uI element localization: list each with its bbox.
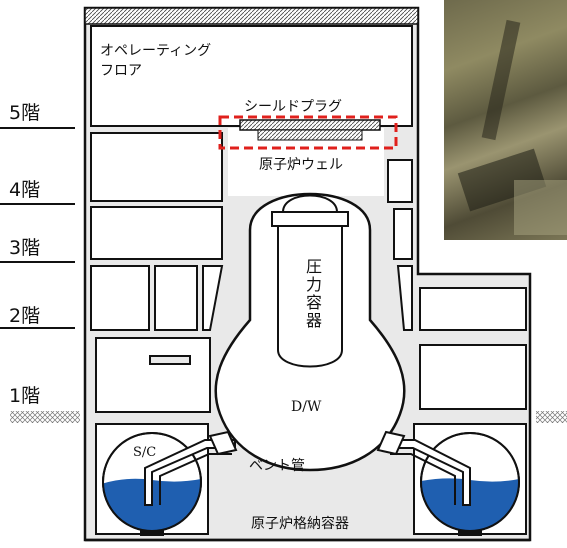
floor-label-1f: 1階 bbox=[9, 385, 41, 407]
room-2f-right bbox=[396, 265, 413, 331]
vent-pipe-label: ベント管 bbox=[249, 458, 305, 474]
vent-header-left bbox=[208, 430, 238, 456]
containment-vessel-label: 原子炉格納容器 bbox=[251, 516, 349, 532]
floor-line-4f bbox=[0, 203, 75, 205]
roof-strip bbox=[84, 7, 419, 25]
pressure-vessel-flange bbox=[271, 211, 349, 227]
room-1f-notch bbox=[149, 355, 191, 365]
floor-line-5f bbox=[0, 127, 75, 129]
room-4f-left bbox=[90, 132, 223, 202]
pressure-vessel-label: 圧力容器 bbox=[303, 258, 322, 330]
ground-left bbox=[10, 411, 80, 423]
operating-floor-room bbox=[90, 25, 413, 127]
ground-right bbox=[536, 411, 567, 423]
site-photo bbox=[444, 0, 567, 240]
pressure-vessel bbox=[277, 223, 343, 368]
shield-plug-lower bbox=[257, 129, 363, 141]
room-2f-b bbox=[154, 265, 198, 331]
floor-label-2f: 2階 bbox=[9, 305, 41, 327]
pressure-vessel-head bbox=[281, 194, 339, 213]
floor-label-3f: 3階 bbox=[9, 237, 41, 259]
room-3f-right bbox=[393, 208, 413, 260]
shield-plug bbox=[239, 119, 381, 131]
room-3f-left bbox=[90, 206, 223, 260]
room-4f-right bbox=[387, 159, 413, 203]
floor-line-2f bbox=[0, 327, 75, 329]
room-1f-left bbox=[95, 337, 211, 413]
operating-floor-label-2: フロア bbox=[100, 63, 142, 79]
shield-plug-highlight bbox=[218, 115, 398, 150]
room-1f-right-annex bbox=[419, 344, 527, 410]
reactor-well-area bbox=[228, 128, 384, 196]
operating-floor-label-1: オペレーティング bbox=[100, 43, 212, 59]
floor-label-5f: 5階 bbox=[9, 102, 41, 124]
floor-label-4f: 4階 bbox=[9, 179, 41, 201]
vent-header-right bbox=[376, 430, 406, 456]
reactor-well-label: 原子炉ウェル bbox=[259, 157, 343, 173]
shield-plug-label: シールドプラグ bbox=[244, 99, 342, 115]
drywell-label: D/W bbox=[291, 399, 322, 415]
floor-line-3f bbox=[0, 261, 75, 263]
room-2f-c bbox=[202, 265, 224, 331]
room-2f-a bbox=[90, 265, 150, 331]
suppression-chamber-label: S/C bbox=[133, 445, 157, 460]
room-2f-right-annex bbox=[419, 287, 527, 331]
